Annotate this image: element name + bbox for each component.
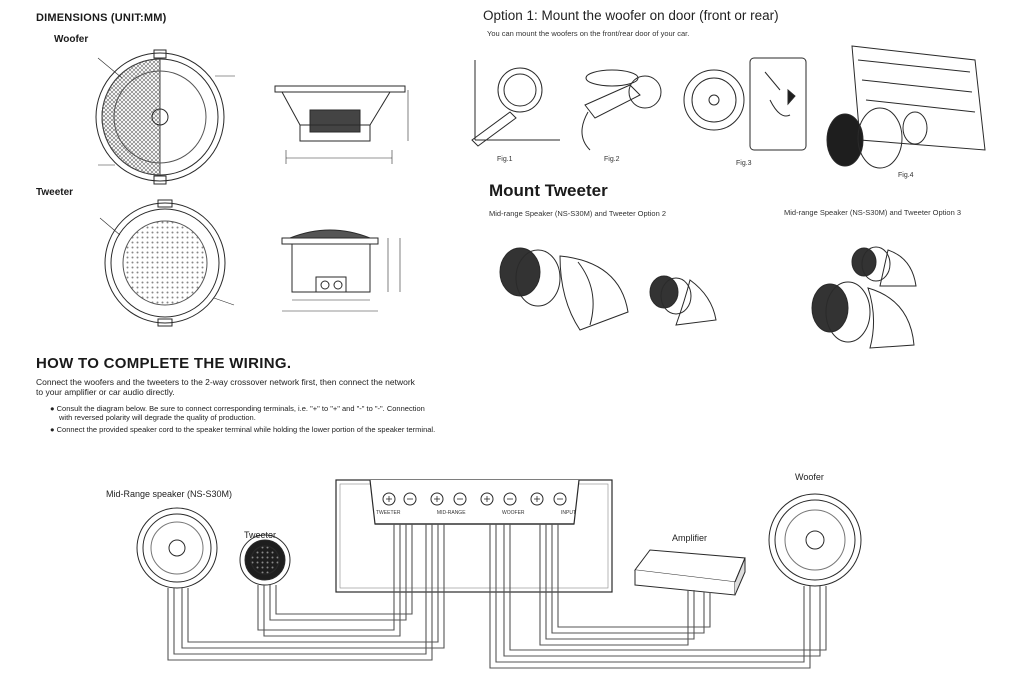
crossover-box (335, 479, 613, 593)
terminal-label-tweeter: TWEETER (376, 510, 401, 516)
option1-subtitle: You can mount the woofers on the front/r… (487, 29, 690, 38)
fig2-label: Fig.2 (604, 156, 620, 163)
wiring-bullet1-line1: Consult the diagram below. Be sure to co… (56, 404, 425, 413)
option1-title: Option 1: Mount the woofer on door (fron… (483, 8, 779, 23)
dimensions-woofer-label: Woofer (54, 34, 89, 45)
wiring-bullet1-line2: with reversed polarity will degrade the … (59, 413, 256, 422)
dimensions-tweeter-label: Tweeter (36, 187, 74, 198)
dimensions-title: DIMENSIONS (UNIT:MM) (36, 12, 167, 24)
woofer-front-drawing (95, 49, 235, 185)
fig3-drawing (683, 57, 807, 151)
tweeter-speaker-label: Tweeter (244, 530, 277, 540)
crossover-terminals (382, 492, 567, 506)
bullet-dot: ● (50, 404, 55, 413)
mount-tweeter-option3-drawing (811, 246, 917, 349)
terminal-label-midrange: MID-RANGE (436, 510, 466, 516)
fig3-label: Fig.3 (736, 160, 752, 167)
crossover-terminal-labels: TWEETER MID-RANGE WOOFER INPUT (376, 510, 576, 516)
wiring-title: HOW TO COMPLETE THE WIRING. (36, 355, 292, 372)
amplifier-drawing (634, 549, 746, 596)
wiring-bullet2-text: Connect the provided speaker cord to the… (56, 425, 436, 434)
fig2-drawing (581, 69, 662, 151)
tweeter-front-drawing (99, 199, 235, 327)
fig4-label: Fig.4 (898, 172, 914, 179)
mount-tweeter-option2-label: Mid-range Speaker (NS-S30M) and Tweeter … (489, 209, 667, 218)
tweeter-side-drawing (281, 229, 401, 312)
fig1-label: Fig.1 (497, 156, 513, 163)
bullet-dot: ● (50, 425, 55, 434)
midrange-speaker-drawing (136, 507, 218, 589)
wiring-cables (167, 524, 827, 669)
woofer-side-drawing (274, 85, 409, 164)
wiring-intro: Connect the woofers and the tweeters to … (36, 377, 415, 397)
woofer-speaker-label: Woofer (795, 472, 824, 482)
amplifier-label: Amplifier (672, 533, 708, 543)
fig1-drawing (471, 60, 560, 147)
mount-tweeter-option3-label: Mid-range Speaker (NS-S30M) and Tweeter … (784, 208, 962, 217)
mount-tweeter-title: Mount Tweeter (489, 181, 608, 200)
wiring-intro-line1: Connect the woofers and the tweeters to … (36, 377, 415, 387)
wiring-bullet2: ● Connect the provided speaker cord to t… (50, 425, 435, 434)
terminal-label-woofer: WOOFER (502, 510, 525, 516)
wiring-bullet1: ● Consult the diagram below. Be sure to … (50, 404, 425, 422)
midrange-speaker-label: Mid-Range speaker (NS-S30M) (106, 489, 233, 499)
wiring-intro-line2: to your amplifier or car audio directly. (36, 387, 175, 397)
woofer-speaker-drawing (768, 493, 862, 587)
mount-tweeter-option2-drawing (499, 247, 717, 331)
tweeter-speaker-drawing (239, 534, 291, 586)
fig4-drawing (826, 45, 986, 169)
terminal-label-input: INPUT (560, 510, 576, 516)
